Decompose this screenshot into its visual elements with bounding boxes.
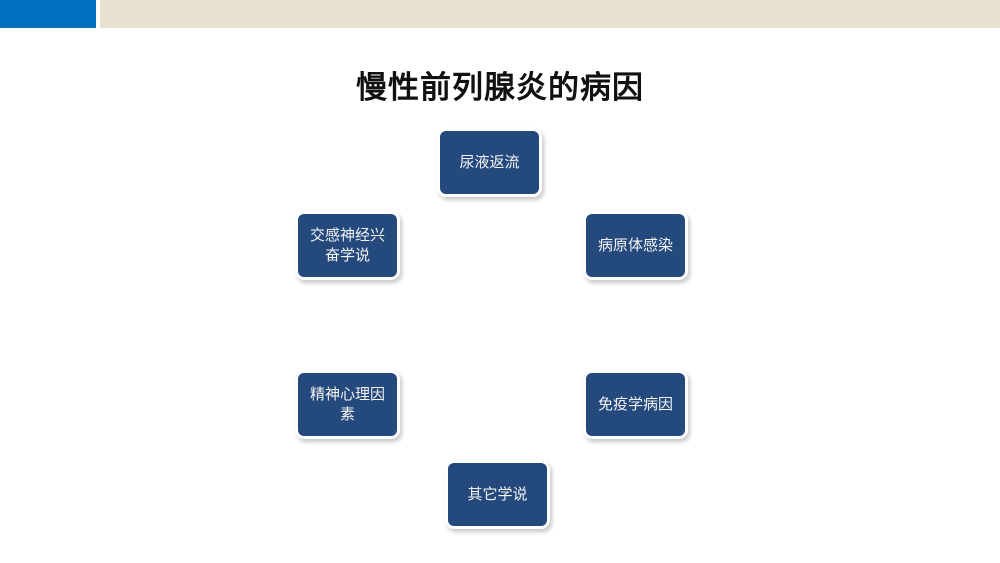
diagram-node-sympathetic-nerve[interactable]: 交感神经兴奋学说 bbox=[295, 211, 400, 280]
diagram-node-psychological-factors[interactable]: 精神心理因素 bbox=[295, 370, 400, 439]
diagram-node-label: 其它学说 bbox=[467, 485, 528, 503]
diagram-node-pathogen-infection[interactable]: 病原体感染 bbox=[583, 211, 688, 280]
diagram-node-immunological-etiology[interactable]: 免疫学病因 bbox=[583, 370, 688, 439]
diagram-node-label: 病原体感染 bbox=[597, 236, 673, 254]
diagram-node-label: 尿液返流 bbox=[459, 153, 520, 171]
diagram-node-label: 精神心理因素 bbox=[309, 385, 385, 423]
page-title: 慢性前列腺炎的病因 bbox=[356, 70, 644, 105]
diagram-node-label: 交感神经兴奋学说 bbox=[309, 226, 385, 264]
banner-strip bbox=[100, 0, 1000, 28]
diagram-node-label: 免疫学病因 bbox=[597, 395, 673, 413]
banner-accent-block bbox=[0, 0, 96, 28]
diagram-node-urine-reflux[interactable]: 尿液返流 bbox=[437, 128, 542, 197]
diagram-node-other-theories[interactable]: 其它学说 bbox=[445, 460, 550, 529]
